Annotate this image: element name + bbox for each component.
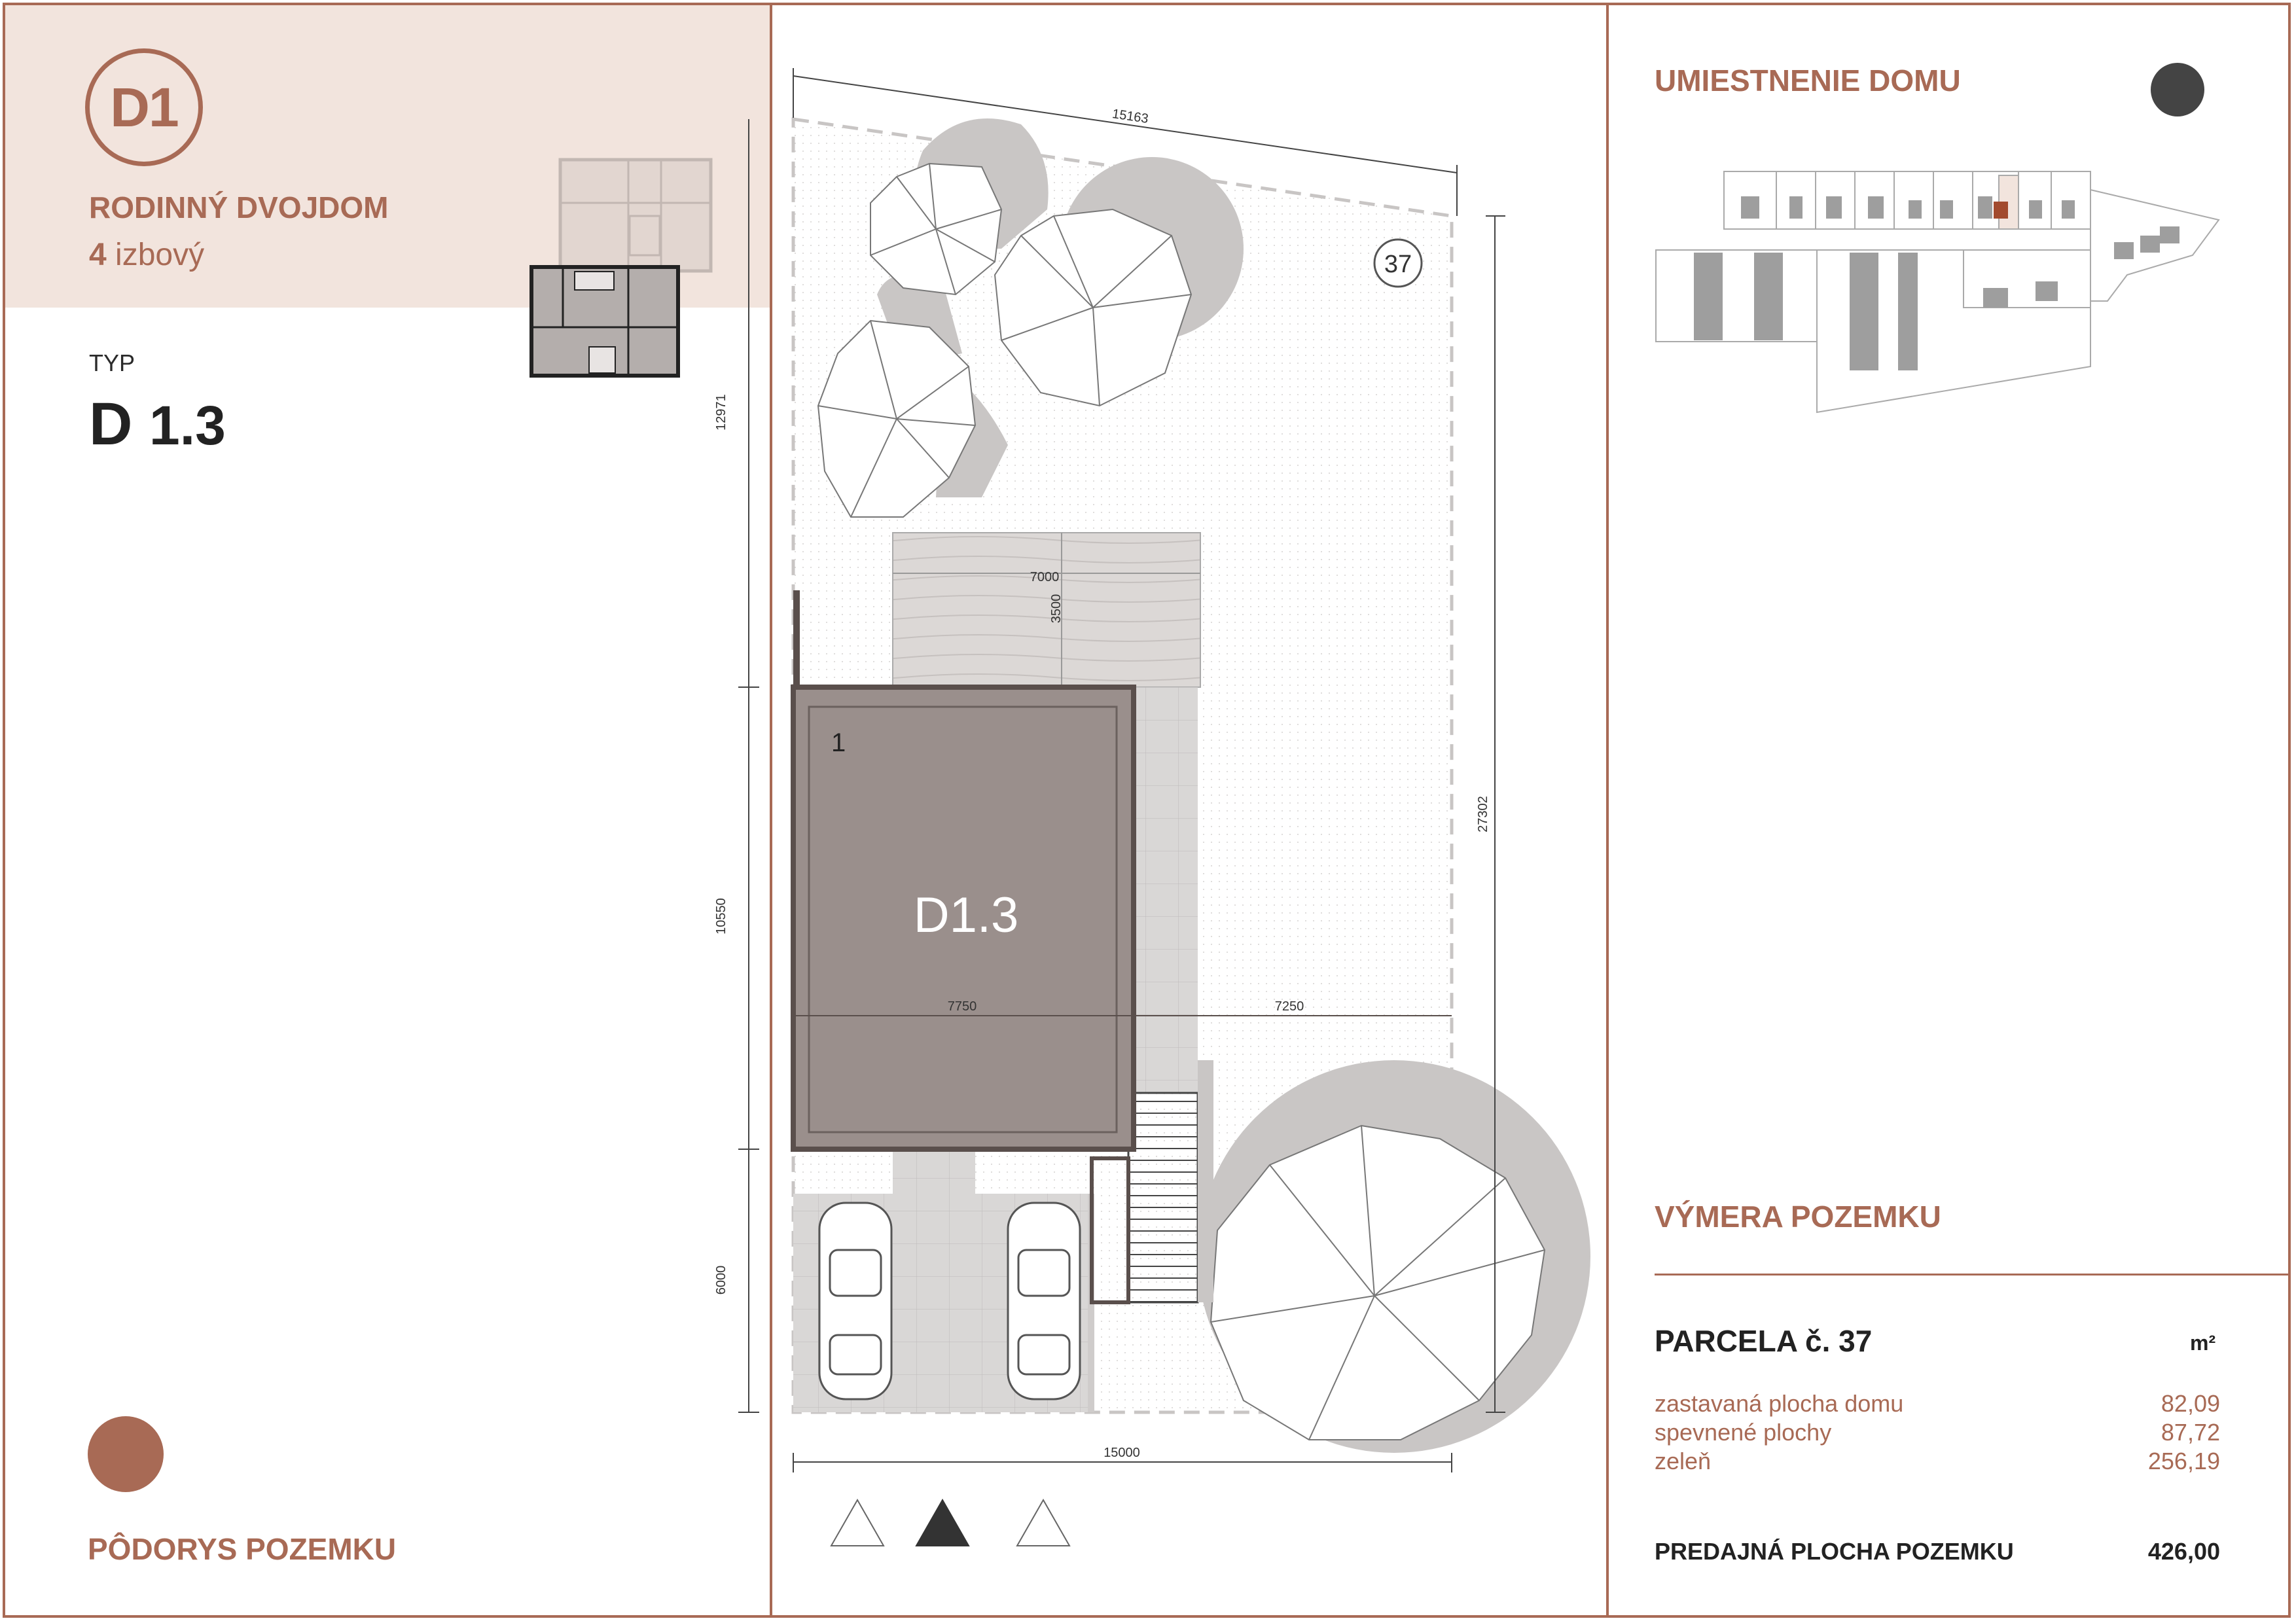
stairs: [1090, 1060, 1213, 1304]
divider-right: [1606, 5, 1609, 1618]
room-count-text: izbový: [115, 238, 205, 272]
area-row-value-green: 256,19: [2147, 1448, 2220, 1474]
parcel-heading-number: 37: [1839, 1324, 1873, 1358]
dim-garden-width: 7250: [1275, 999, 1304, 1014]
type-badge: D1: [85, 48, 203, 166]
parcel-label: PARCELA č.: [1655, 1324, 1831, 1358]
parcel-number: 37: [1384, 251, 1412, 278]
room-count-number: 4: [89, 238, 107, 272]
dim-right: 27302: [1476, 796, 1490, 832]
location-title: UMIESTNENIE DOMU: [1655, 63, 1961, 98]
area-row-label-paved: spevnené plochy: [1655, 1419, 1832, 1446]
floor-plan-mini-upper: [558, 158, 713, 273]
tree-4: [1210, 1124, 1546, 1440]
dim-house-width: 7750: [948, 999, 977, 1014]
house-subtitle: RODINNÝ DVOJDOM: [89, 190, 389, 224]
tree-3: [817, 319, 977, 518]
area-unit: m²: [2190, 1331, 2216, 1355]
total-area-label: PREDAJNÁ PLOCHA POZEMKU: [1655, 1538, 2014, 1565]
divider-left: [770, 5, 772, 1618]
north-arrow-icon: [2151, 63, 2204, 116]
tree-2: [994, 208, 1193, 407]
area-title: VÝMERA POZEMKU: [1655, 1200, 1941, 1234]
area-divider: [1655, 1274, 2291, 1275]
terrace: [892, 532, 1201, 688]
dim-left-top: 12971: [714, 394, 728, 431]
type-letter: D: [89, 391, 133, 457]
room-number: 1: [831, 728, 846, 757]
type-value: D 1.3: [89, 390, 226, 459]
area-row-label-green: zeleň: [1655, 1448, 1712, 1474]
type-label: TYP: [89, 349, 135, 376]
type-number: 1.3: [149, 395, 226, 456]
floor-plan-mini-ground: [529, 265, 680, 378]
compass-icon: [88, 1416, 164, 1492]
view-triangle-3[interactable]: [1016, 1498, 1071, 1546]
dimension-lines: [738, 68, 1505, 1472]
dim-bottom: 15000: [1103, 1446, 1140, 1460]
area-row-value-built: 82,09: [2161, 1390, 2220, 1417]
tree-1: [870, 162, 1003, 296]
side-paving: [1128, 687, 1198, 1093]
location-map: [1655, 171, 2220, 414]
room-count: 4 izbový: [89, 237, 204, 273]
dim-terrace-width: 7000: [1030, 570, 1060, 584]
area-row-label-built: zastavaná plocha domu: [1655, 1390, 1904, 1417]
parcel-number-circle: [1373, 238, 1423, 288]
car-1: [818, 1202, 893, 1400]
plan-title: PÔDORYS POZEMKU: [88, 1532, 397, 1566]
trees: [817, 162, 1546, 1440]
total-area-value: 426,00: [2147, 1538, 2220, 1565]
view-triangle-1[interactable]: [830, 1498, 885, 1546]
house-label: D1.3: [914, 887, 1019, 943]
parcel-heading: PARCELA č. 37: [1655, 1323, 1872, 1359]
dim-left-mid: 10550: [714, 898, 728, 935]
area-row-value-paved: 87,72: [2161, 1419, 2220, 1446]
car-2: [1007, 1202, 1081, 1400]
house-footprint: [791, 590, 1452, 1152]
parking: [793, 1194, 1094, 1412]
view-triangle-2-active[interactable]: [915, 1498, 970, 1546]
view-selector[interactable]: [830, 1498, 1071, 1546]
location-map-houses: [1694, 196, 2179, 370]
page-frame: [3, 3, 2291, 1618]
location-marker: [1994, 202, 2008, 219]
dim-left-bottom: 6000: [714, 1266, 728, 1295]
dim-terrace-depth: 3500: [1049, 594, 1064, 624]
